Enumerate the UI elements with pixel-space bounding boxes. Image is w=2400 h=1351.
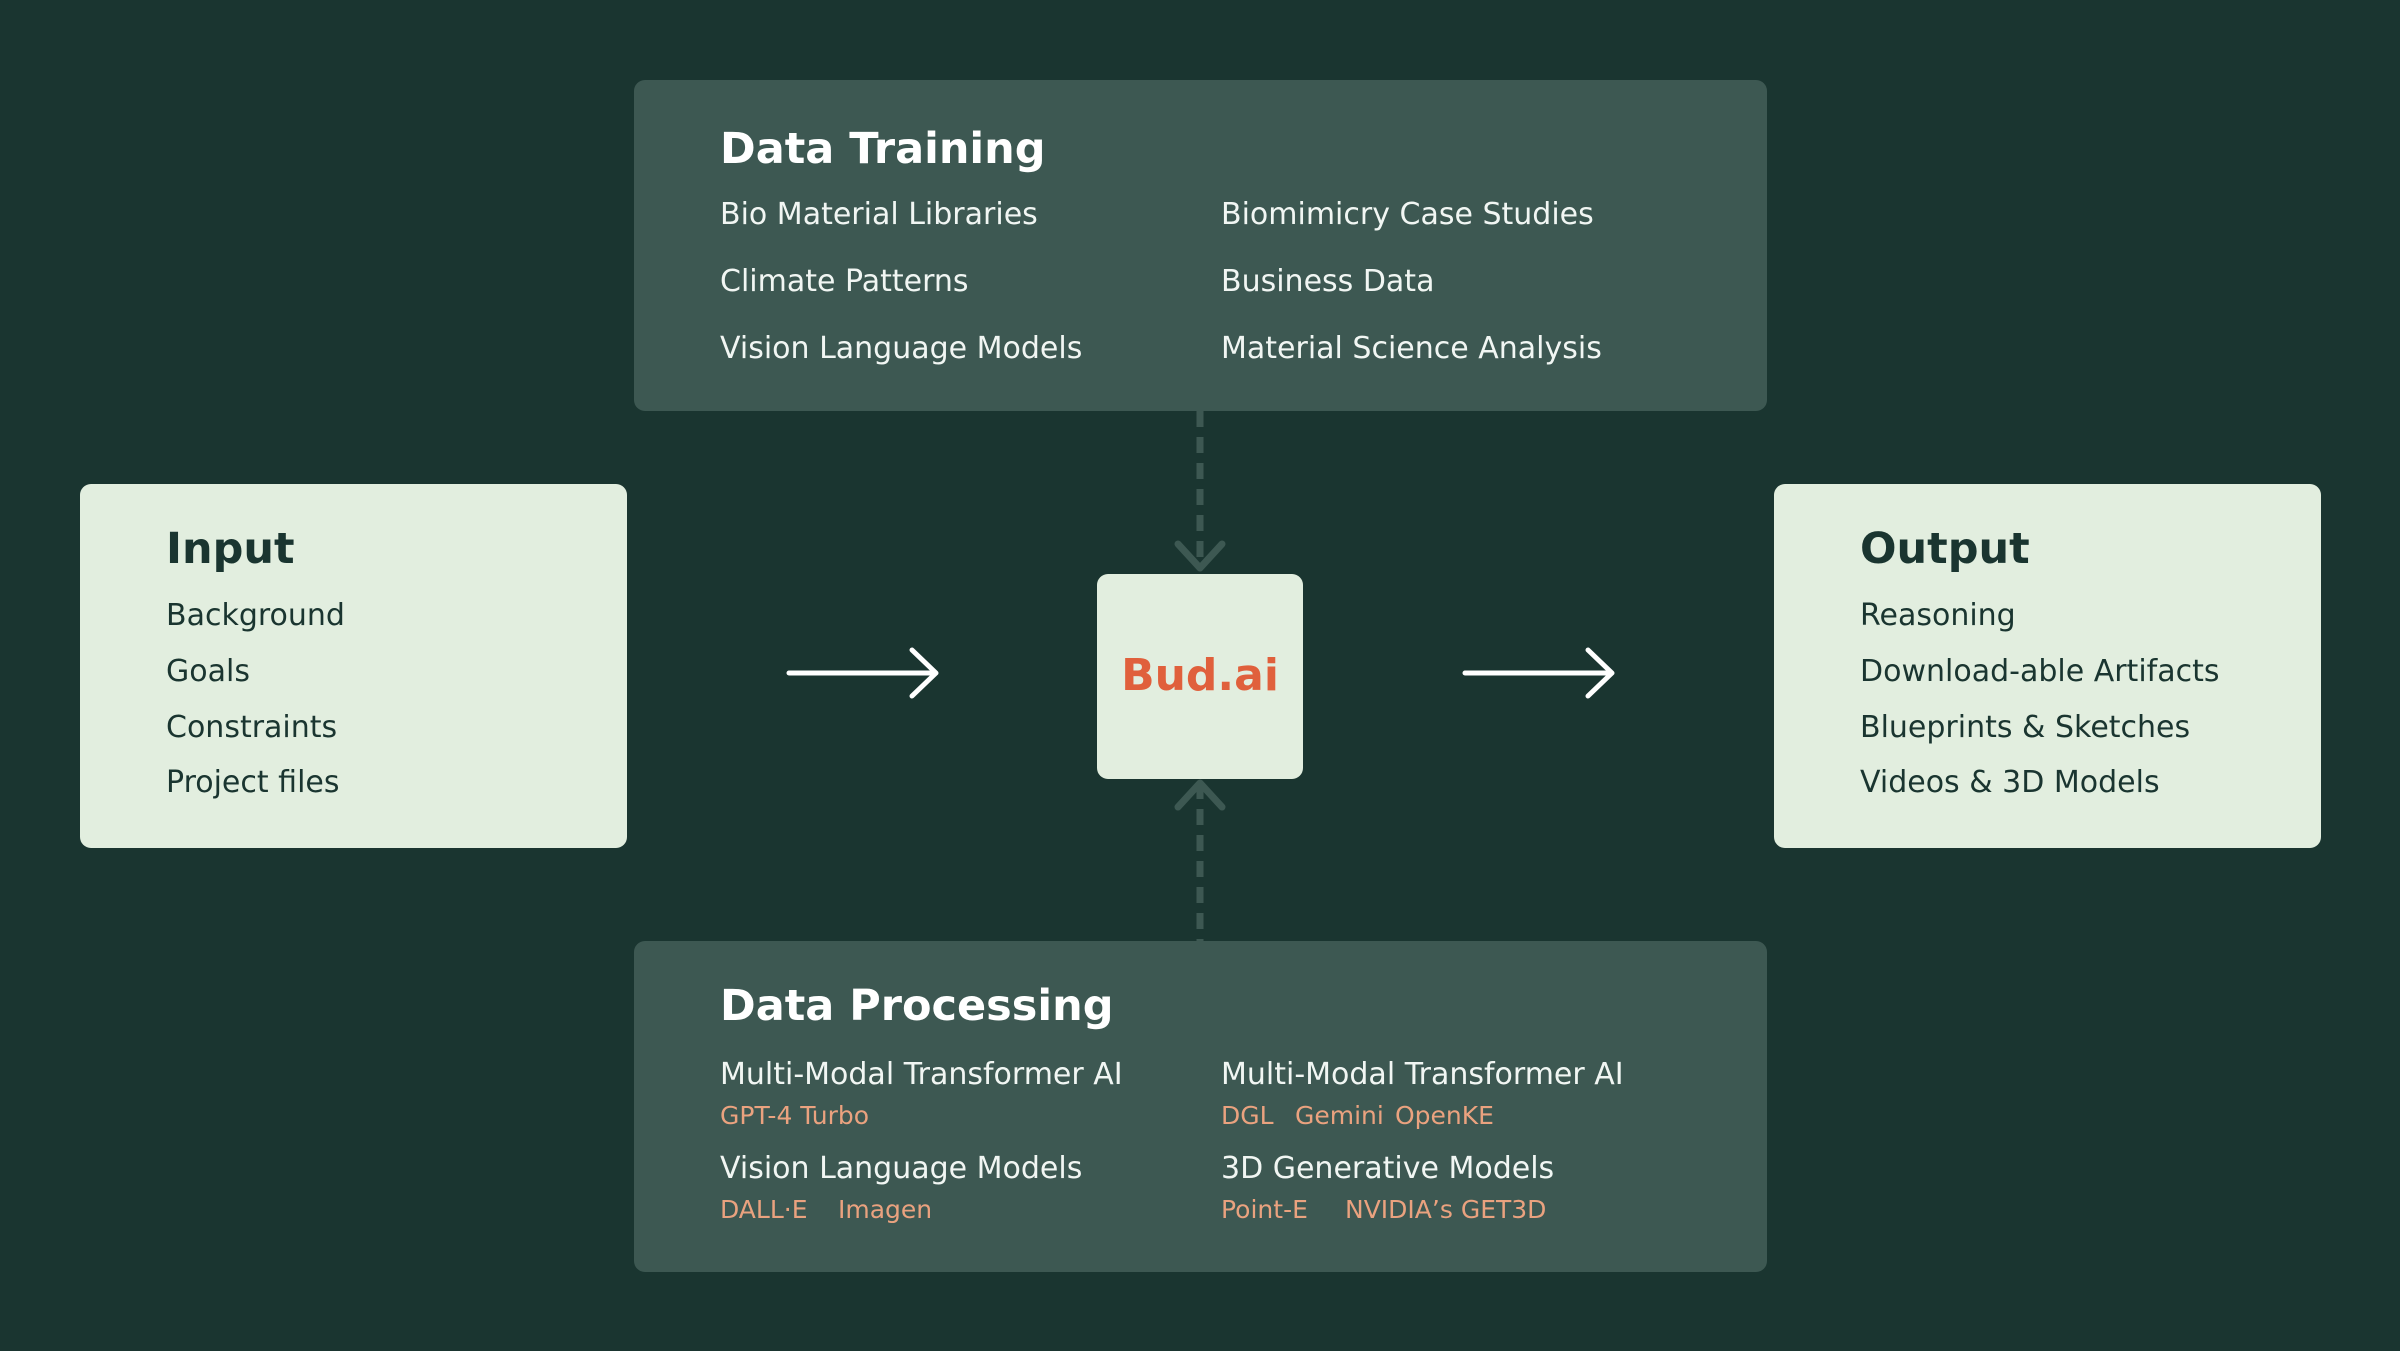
model-label: Imagen xyxy=(838,1195,933,1224)
input-item: Goals xyxy=(166,654,250,689)
input-item: Project files xyxy=(166,765,340,800)
model-label: NVIDIA’s GET3D xyxy=(1345,1195,1547,1224)
output-item: Blueprints & Sketches xyxy=(1860,710,2191,745)
training-item: Biomimicry Case Studies xyxy=(1221,197,1594,232)
input-item: Background xyxy=(166,598,345,633)
core-to-output-arrow xyxy=(1462,647,1615,699)
processing-group-name: Multi-Modal Transformer AI xyxy=(720,1057,1123,1092)
data-processing-title: Data Processing xyxy=(720,981,1114,1031)
model-label: Gemini xyxy=(1295,1101,1384,1130)
training-item: Bio Material Libraries xyxy=(720,197,1038,232)
input-item: Constraints xyxy=(166,710,338,745)
input-title: Input xyxy=(166,524,295,574)
data-training-title: Data Training xyxy=(720,124,1046,174)
training-to-core-connector xyxy=(1174,411,1226,572)
training-item: Material Science Analysis xyxy=(1221,331,1602,366)
data-training-card: Data Training Bio Material Libraries Cli… xyxy=(634,80,1767,411)
output-item: Videos & 3D Models xyxy=(1860,765,2160,800)
processing-group-name: 3D Generative Models xyxy=(1221,1151,1555,1186)
model-label: OpenKE xyxy=(1395,1101,1494,1130)
output-card: Output Reasoning Download-able Artifacts… xyxy=(1774,484,2321,848)
training-item: Vision Language Models xyxy=(720,331,1083,366)
model-label: DGL xyxy=(1221,1101,1274,1130)
input-to-core-arrow xyxy=(786,647,939,699)
training-item: Business Data xyxy=(1221,264,1435,299)
model-label: GPT-4 Turbo xyxy=(720,1101,870,1130)
processing-to-core-connector xyxy=(1174,779,1226,941)
training-item: Climate Patterns xyxy=(720,264,969,299)
model-label: Point-E xyxy=(1221,1195,1308,1224)
data-processing-card: Data Processing Multi-Modal Transformer … xyxy=(634,941,1767,1272)
bud-ai-label: Bud.ai xyxy=(1121,650,1279,701)
processing-group-name: Vision Language Models xyxy=(720,1151,1083,1186)
output-title: Output xyxy=(1860,524,2030,574)
output-item: Download-able Artifacts xyxy=(1860,654,2220,689)
output-item: Reasoning xyxy=(1860,598,2016,633)
bud-ai-node: Bud.ai xyxy=(1097,574,1303,779)
input-card: Input Background Goals Constraints Proje… xyxy=(80,484,627,848)
processing-group-name: Multi-Modal Transformer AI xyxy=(1221,1057,1624,1092)
model-label: DALL·E xyxy=(720,1195,808,1224)
